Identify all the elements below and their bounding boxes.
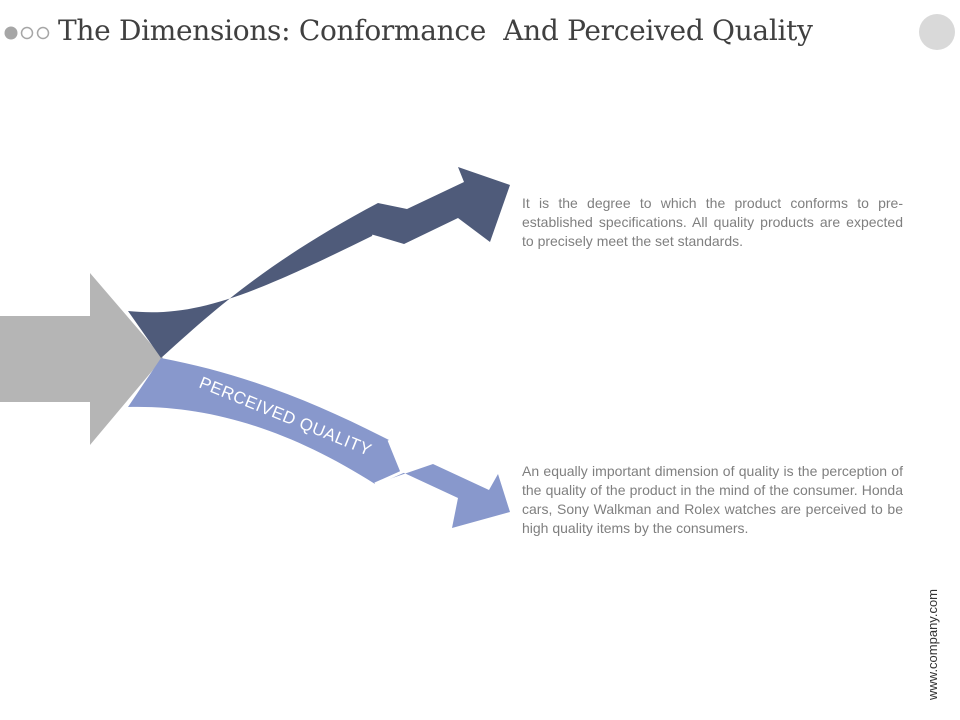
perceived-quality-chevron <box>374 439 404 486</box>
perceived-quality-description: An equally important dimension of qualit… <box>522 463 903 536</box>
perceived-quality-arrow <box>128 358 510 528</box>
decorative-dots-icon <box>4 26 50 40</box>
conformance-chevron <box>371 234 405 280</box>
conformance-arrow <box>128 167 510 358</box>
source-arrow <box>0 273 163 445</box>
footer-url: www.company.com <box>925 588 940 700</box>
conformance-label: CONFORMANCE <box>217 271 356 337</box>
slide-title: The Dimensions: Conformance And Perceive… <box>58 14 813 47</box>
conformance-description: It is the degree to which the product co… <box>522 195 903 249</box>
corner-circle-icon <box>919 14 955 50</box>
